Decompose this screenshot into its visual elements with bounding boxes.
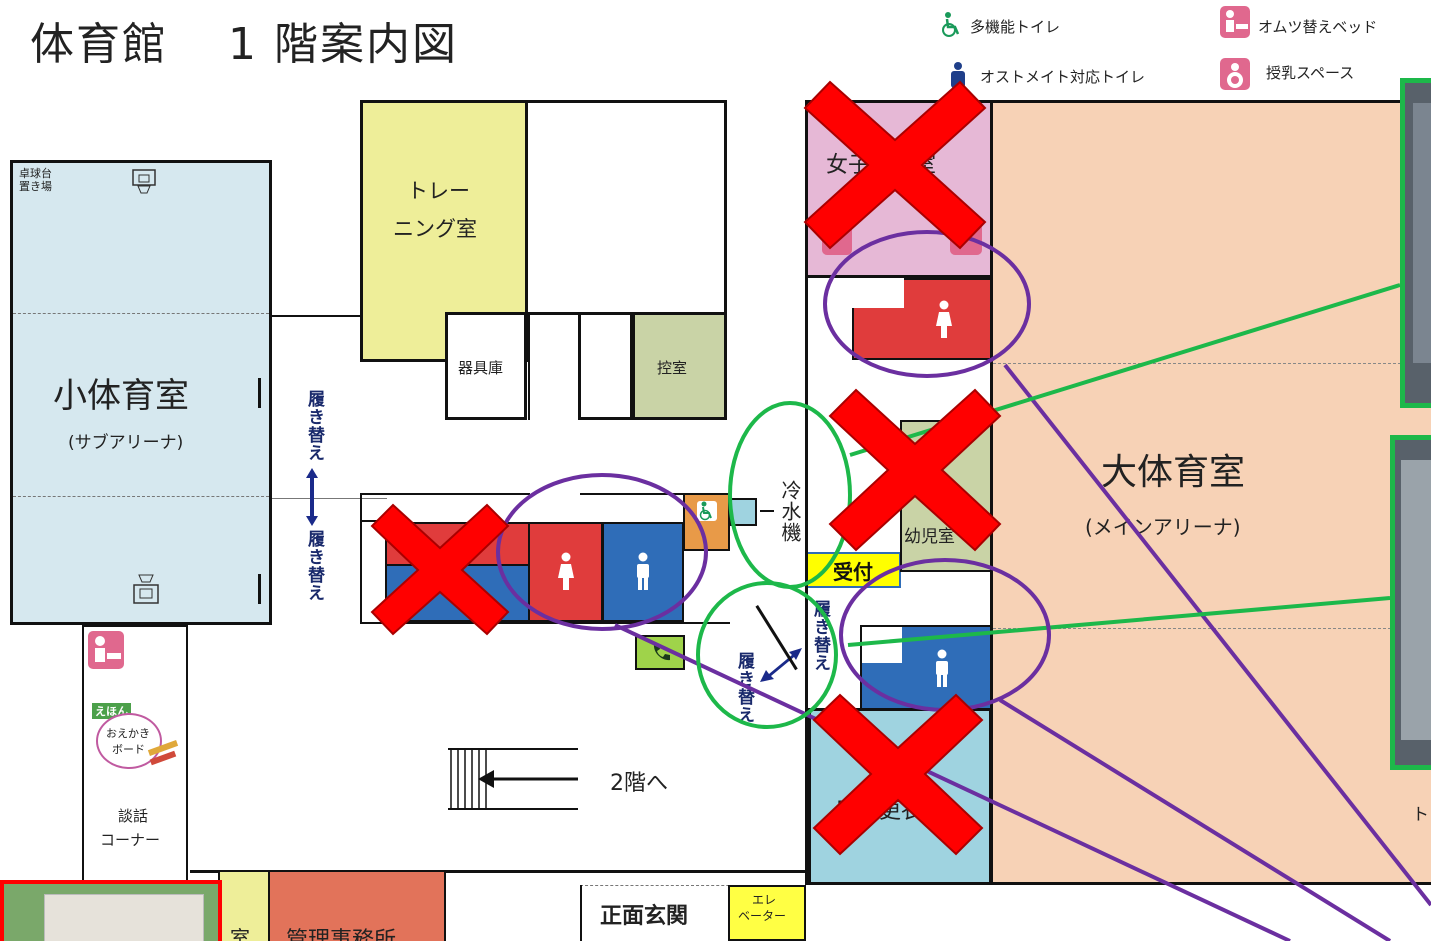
closed-x-mark bbox=[812, 693, 984, 856]
training-name-line2: ニング室 bbox=[393, 217, 477, 241]
drawing-board-line2: ボード bbox=[112, 743, 145, 756]
table-tennis-label: 卓球台 bbox=[19, 167, 52, 180]
main-gym-room: 大体育室 (メインアリーナ) bbox=[990, 100, 1431, 885]
office-room: 管理事務所 bbox=[268, 872, 446, 941]
shoe-change-label: 履き替え bbox=[304, 530, 324, 602]
water-cooler-label: 冷水機 bbox=[778, 480, 802, 543]
storage-name: 器具庫 bbox=[458, 359, 504, 377]
female-icon bbox=[530, 524, 601, 620]
floor-name: 1 階案内図 bbox=[228, 19, 458, 70]
pointer-line bbox=[847, 596, 1391, 647]
womens-toilet bbox=[528, 522, 603, 622]
crayons-icon bbox=[146, 739, 182, 769]
closed-x-mark bbox=[803, 80, 987, 250]
highlight-circle bbox=[696, 581, 838, 729]
wheelchair-icon bbox=[940, 12, 964, 38]
building-photo bbox=[0, 880, 222, 941]
small-gym-subname: (サブアリーナ) bbox=[68, 433, 184, 453]
phone-icon bbox=[650, 641, 672, 663]
drawing-board-line1: おえかき bbox=[106, 727, 150, 740]
reception-label: 受付 bbox=[805, 552, 901, 588]
talk-corner-line1: 談話 bbox=[118, 807, 149, 825]
main-gym-subname: (メインアリーナ) bbox=[1085, 515, 1241, 539]
diaper-bed-icon bbox=[88, 631, 124, 669]
training-name-line1: トレー bbox=[407, 179, 470, 203]
nursing-icon bbox=[1220, 58, 1250, 90]
shoe-change-label: 履き替え bbox=[304, 390, 324, 462]
closed-x-mark bbox=[828, 388, 1002, 552]
legend-label: 多機能トイレ bbox=[970, 18, 1061, 36]
building-name: 体育館 bbox=[30, 19, 168, 70]
talk-corner-line2: コーナー bbox=[100, 831, 161, 849]
pointer-line bbox=[614, 623, 1291, 941]
elevator-line2: ベーター bbox=[738, 909, 787, 923]
upper-room bbox=[525, 100, 727, 315]
shoe-change-label: 履き替え bbox=[734, 652, 754, 724]
basketball-hoop-icon bbox=[131, 169, 157, 195]
double-arrow-icon bbox=[758, 646, 802, 684]
highlight-circle bbox=[823, 230, 1031, 378]
pointer-line bbox=[1003, 363, 1431, 907]
male-icon bbox=[604, 524, 682, 620]
stairs bbox=[448, 748, 578, 810]
elevator: エレ ベーター bbox=[728, 885, 806, 941]
highlight-circle bbox=[728, 401, 852, 589]
waiting-room: 控室 bbox=[632, 312, 727, 420]
legend-label: オムツ替えベッド bbox=[1258, 18, 1378, 36]
entrance-label: 正面玄関 bbox=[600, 904, 689, 929]
photo-caption: ト bbox=[1412, 805, 1429, 825]
bottom-room: 室 bbox=[218, 872, 268, 941]
kids-room-name: 幼児室 bbox=[904, 527, 955, 547]
pointer-line bbox=[998, 698, 1392, 941]
double-arrow-icon bbox=[306, 468, 318, 526]
diaper-bed-icon bbox=[1220, 6, 1250, 38]
toilet-photo-top bbox=[1400, 78, 1431, 408]
storage-place-label: 置き場 bbox=[19, 180, 52, 193]
legend-label: 授乳スペース bbox=[1266, 64, 1355, 82]
female-icon bbox=[934, 298, 954, 342]
stairs-label: 2階へ bbox=[610, 771, 668, 796]
page-title: 体育館 1 階案内図 bbox=[30, 8, 458, 72]
waiting-name: 控室 bbox=[657, 359, 688, 377]
elevator-line1: エレ bbox=[752, 893, 777, 907]
basketball-hoop-icon bbox=[131, 573, 161, 613]
small-gym-room: 卓球台 置き場 小体育室 (サブアリーナ) bbox=[10, 160, 272, 625]
equipment-storage: 器具庫 bbox=[445, 312, 527, 420]
male-icon bbox=[932, 647, 952, 691]
office-name: 管理事務所 bbox=[286, 928, 397, 941]
talk-corner-area: えほん おえかき ボード 談話 コーナー bbox=[82, 625, 188, 883]
highlight-circle bbox=[496, 473, 708, 631]
toilet-photo-middle bbox=[1390, 435, 1431, 770]
closed-x-mark bbox=[370, 503, 510, 636]
legend-label: オストメイト対応トイレ bbox=[980, 68, 1146, 86]
bottom-room-name: 室 bbox=[230, 926, 250, 941]
small-gym-name: 小体育室 bbox=[53, 376, 189, 416]
wheelchair-icon bbox=[697, 501, 717, 521]
main-gym-name: 大体育室 bbox=[1101, 452, 1246, 493]
small-room bbox=[578, 312, 633, 420]
